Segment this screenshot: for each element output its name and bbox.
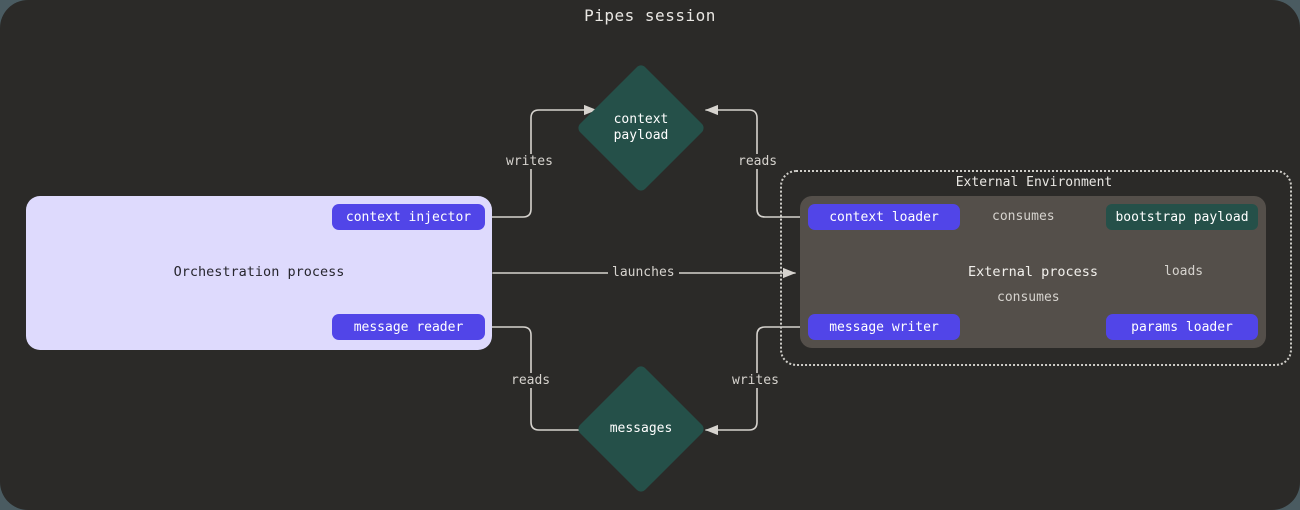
edge-label-consumes-message: consumes [993, 290, 1064, 305]
edge-label-launches: launches [608, 265, 679, 280]
node-params-loader[interactable]: params loader [1106, 314, 1258, 340]
edge-label-reads-context: reads [734, 154, 782, 169]
edge-label-writes-messages: writes [728, 373, 783, 388]
edge-label-reads-messages: reads [507, 373, 555, 388]
store-messages-label: messages [609, 421, 673, 436]
store-context-payload[interactable]: context payload [575, 62, 707, 194]
external-environment-label: External Environment [955, 175, 1113, 190]
node-bootstrap-payload[interactable]: bootstrap payload [1106, 204, 1258, 230]
page-title: Pipes session [584, 6, 716, 25]
orchestration-process-label: Orchestration process [173, 264, 345, 280]
node-message-reader[interactable]: message reader [332, 314, 485, 340]
store-context-payload-label: context payload [613, 112, 669, 143]
edge-label-writes-context: writes [502, 154, 557, 169]
node-message-writer[interactable]: message writer [808, 314, 960, 340]
external-process-label: External process [967, 264, 1099, 280]
external-environment-container [780, 170, 1292, 366]
edge-label-consumes-context: consumes [988, 209, 1059, 224]
node-context-injector[interactable]: context injector [332, 204, 485, 230]
store-messages[interactable]: messages [575, 363, 707, 495]
node-context-loader[interactable]: context loader [808, 204, 960, 230]
edge-label-loads-params: loads [1160, 264, 1208, 279]
